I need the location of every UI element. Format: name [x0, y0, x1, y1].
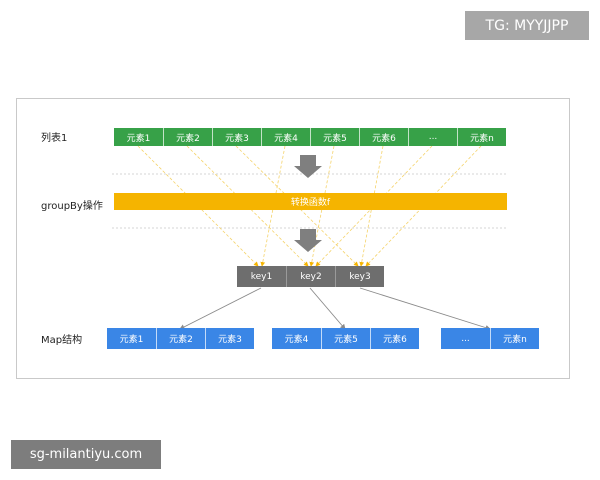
- map-cell: ...: [441, 328, 490, 349]
- op-label: groupBy操作: [41, 201, 103, 212]
- key-row: key1 key2 key3: [237, 266, 384, 287]
- list-cell: 元素1: [114, 128, 163, 146]
- map-cell: 元素6: [370, 328, 419, 349]
- map-label: Map结构: [41, 335, 83, 346]
- list-cell: 元素6: [359, 128, 408, 146]
- list-cell: 元素n: [457, 128, 506, 146]
- down-arrow-icon: [294, 229, 322, 252]
- map-cell: 元素3: [205, 328, 254, 349]
- map-group: 元素1 元素2 元素3: [107, 328, 254, 349]
- list-cell: 元素3: [212, 128, 261, 146]
- map-cell: 元素4: [272, 328, 321, 349]
- down-arrow-icon: [294, 155, 322, 178]
- key-cell: key3: [335, 266, 384, 287]
- list-cell: 元素2: [163, 128, 212, 146]
- list-cell: ...: [408, 128, 457, 146]
- list-label: 列表1: [41, 133, 68, 144]
- list-row: 元素1 元素2 元素3 元素4 元素5 元素6 ... 元素n: [114, 128, 506, 146]
- site-badge: sg-milantiyu.com: [11, 440, 161, 469]
- key-cell: key2: [286, 266, 335, 287]
- map-cell: 元素5: [321, 328, 370, 349]
- transform-bar: 转换函数f: [114, 193, 507, 210]
- map-cell: 元素n: [490, 328, 539, 349]
- group-arrows: [179, 287, 491, 331]
- tg-badge: TG: MYYJJPP: [465, 11, 589, 40]
- map-cell: 元素1: [107, 328, 156, 349]
- map-group: ... 元素n: [441, 328, 539, 349]
- list-cell: 元素5: [310, 128, 359, 146]
- key-cell: key1: [237, 266, 286, 287]
- map-cell: 元素2: [156, 328, 205, 349]
- map-group: 元素4 元素5 元素6: [272, 328, 419, 349]
- diagram-frame: [16, 98, 570, 379]
- list-cell: 元素4: [261, 128, 310, 146]
